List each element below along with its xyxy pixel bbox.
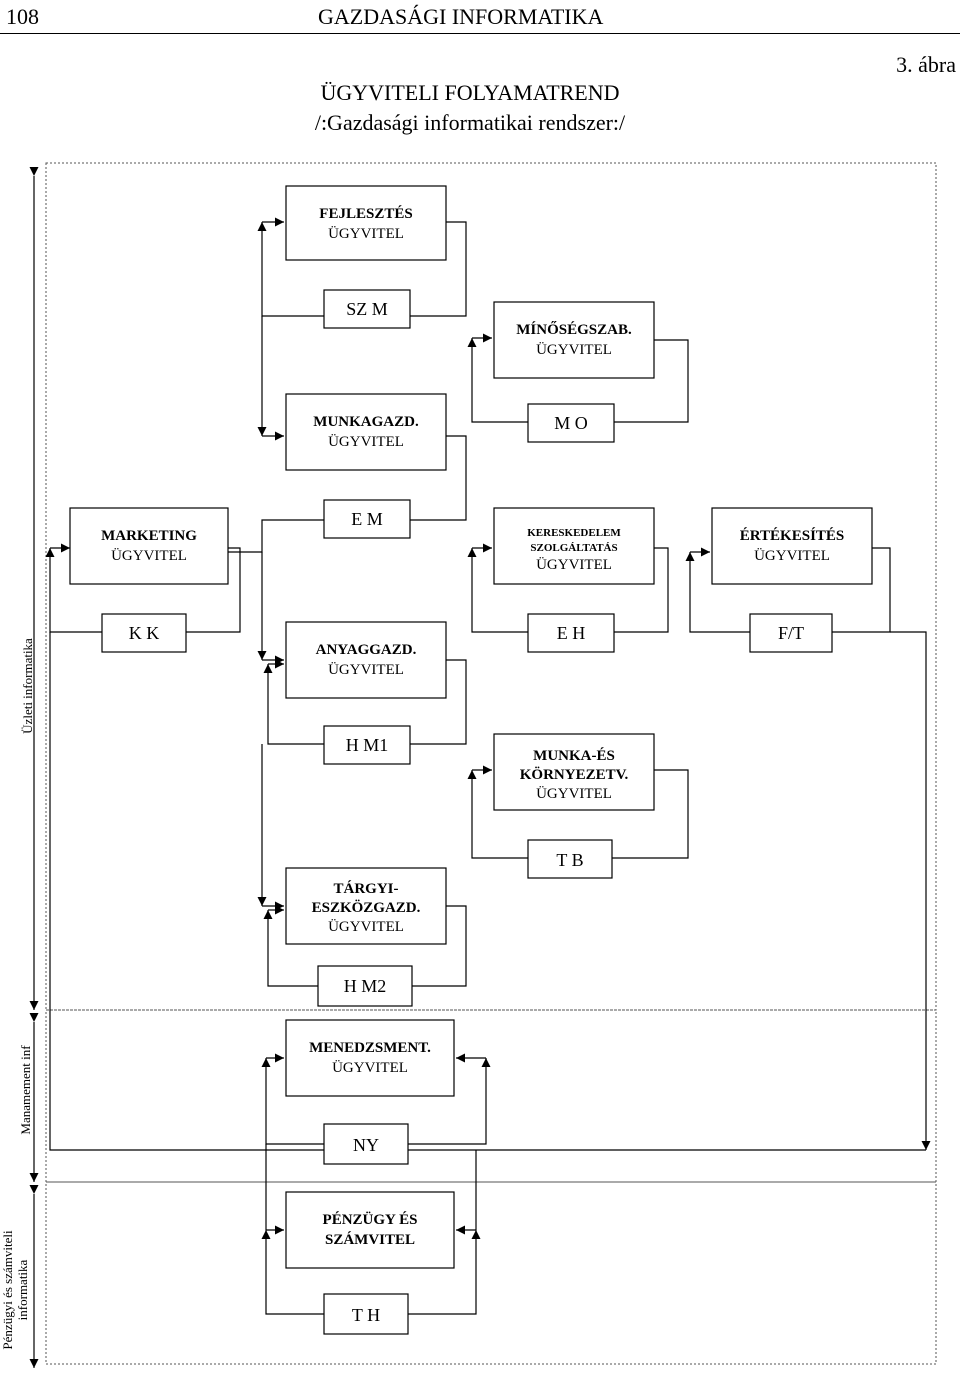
connector-ft-left — [685, 552, 750, 633]
label-minoseg-1: MÍNŐSÉGSZAB. — [516, 321, 632, 338]
connector-hm1-left — [263, 664, 324, 745]
label-kereskedelem-1: KERESKEDELEM — [527, 527, 621, 539]
connector-hm2-left — [263, 910, 318, 987]
diagram-title: ÜGYVITELI FOLYAMATREND — [320, 80, 620, 105]
label-eh: E H — [557, 623, 586, 643]
label-fejlesztes-2: ÜGYVITEL — [328, 225, 404, 242]
box-minoseg — [493, 301, 655, 379]
connector-mo-left — [467, 338, 528, 423]
label-fejlesztes-1: FEJLESZTÉS — [319, 205, 412, 222]
label-marketing-2: ÜGYVITEL — [111, 547, 187, 564]
connector-bus-left — [49, 632, 324, 1151]
box-menedzsment — [285, 1019, 455, 1097]
label-hm2: H M2 — [344, 976, 387, 996]
side-label-finance-1: Pénzügyi és számviteli — [0, 1230, 15, 1350]
book-title: GAZDASÁGI INFORMATIKA — [318, 4, 604, 29]
page-header: 108 GAZDASÁGI INFORMATIKA — [0, 0, 960, 34]
side-label-management: Manamement inf — [18, 1045, 33, 1135]
connector-eh-left — [467, 548, 528, 633]
label-penzugy-1: PÉNZÜGY ÉS — [323, 1211, 418, 1228]
connector-targyi-right — [412, 905, 467, 987]
box-ny — [323, 1123, 409, 1165]
label-mo: M O — [554, 413, 588, 433]
label-kereskedelem-3: ÜGYVITEL — [536, 556, 612, 573]
label-anyaggazd-2: ÜGYVITEL — [328, 661, 404, 678]
label-tb: T B — [556, 850, 583, 870]
connector-mo-right — [614, 339, 689, 423]
label-anyaggazd-1: ANYAGGAZD. — [316, 642, 417, 658]
diagram-subtitle: /:Gazdasági informatikai rendszer:/ — [314, 110, 626, 135]
connector-anyag-right — [410, 659, 467, 745]
box-hm1 — [323, 725, 411, 765]
side-label-finance-2: informatika — [15, 1259, 30, 1320]
management-region — [45, 1009, 937, 1183]
box-eh — [527, 613, 615, 653]
label-menedzsment-1: MENEDZSMENT. — [309, 1040, 431, 1056]
label-kk: K K — [129, 623, 160, 643]
label-munkagazd-1: MUNKAGAZD. — [313, 414, 419, 430]
label-em: E M — [351, 509, 383, 529]
connector-tb-right — [612, 769, 689, 859]
connector-ny-right — [408, 1058, 491, 1145]
header-rule — [0, 33, 960, 34]
box-marketing — [69, 507, 229, 585]
side-label-business: Üzleti informatika — [20, 638, 35, 734]
box-th — [323, 1293, 409, 1335]
label-ft: F/T — [778, 623, 804, 643]
connector-th-left — [261, 1230, 324, 1315]
connector-em-left — [228, 519, 324, 553]
connector-ft-right — [832, 547, 891, 633]
connector-kk-right — [186, 547, 241, 633]
figure-number: 3. ábra — [896, 52, 956, 77]
box-hm2 — [317, 965, 413, 1007]
label-munkaes-1: MUNKA-ÉS — [533, 747, 615, 764]
connector-szm-right — [410, 221, 467, 317]
business-region — [45, 162, 937, 1011]
box-tb — [527, 839, 613, 879]
label-targyi-1: TÁRGYI- — [333, 880, 398, 897]
box-ft — [749, 613, 833, 653]
box-szm — [323, 289, 411, 329]
page-number: 108 — [6, 4, 39, 29]
label-munkagazd-2: ÜGYVITEL — [328, 433, 404, 450]
connector-tb-left — [467, 770, 528, 859]
label-minoseg-2: ÜGYVITEL — [536, 341, 612, 358]
label-kereskedelem-2: SZOLGÁLTATÁS — [530, 542, 617, 554]
label-marketing-1: MARKETING — [101, 528, 197, 544]
label-munkaes-2: KÖRNYEZETV. — [520, 766, 629, 783]
box-anyaggazd — [285, 621, 447, 699]
label-ertekesites-1: ÉRTÉKESÍTÉS — [740, 527, 845, 544]
label-szm: SZ M — [346, 299, 388, 319]
label-menedzsment-2: ÜGYVITEL — [332, 1059, 408, 1076]
finance-region — [45, 1181, 937, 1365]
box-penzugy — [285, 1191, 455, 1269]
connector-munkagazd-right — [410, 435, 467, 521]
connector-right-edge — [890, 631, 931, 1150]
box-fejlesztes — [285, 185, 447, 261]
box-kereskedelem — [493, 507, 655, 585]
label-targyi-3: ÜGYVITEL — [328, 918, 404, 935]
box-em — [323, 499, 411, 539]
box-kk — [101, 613, 187, 653]
label-ny: NY — [353, 1135, 379, 1155]
box-mo — [527, 403, 615, 443]
box-munkagazd — [285, 393, 447, 471]
connector-th-right — [408, 1230, 481, 1315]
label-munkaes-3: ÜGYVITEL — [536, 785, 612, 802]
label-targyi-2: ESZKÖZGAZD. — [312, 899, 421, 916]
label-ertekesites-2: ÜGYVITEL — [754, 547, 830, 564]
box-munkaes — [493, 733, 655, 811]
label-th: T H — [352, 1305, 380, 1325]
box-targyi — [285, 867, 447, 945]
connector-eh-right — [614, 547, 669, 633]
label-penzugy-2: SZÁMVITEL — [325, 1231, 415, 1248]
label-hm1: H M1 — [346, 735, 389, 755]
box-ertekesites — [711, 507, 873, 585]
